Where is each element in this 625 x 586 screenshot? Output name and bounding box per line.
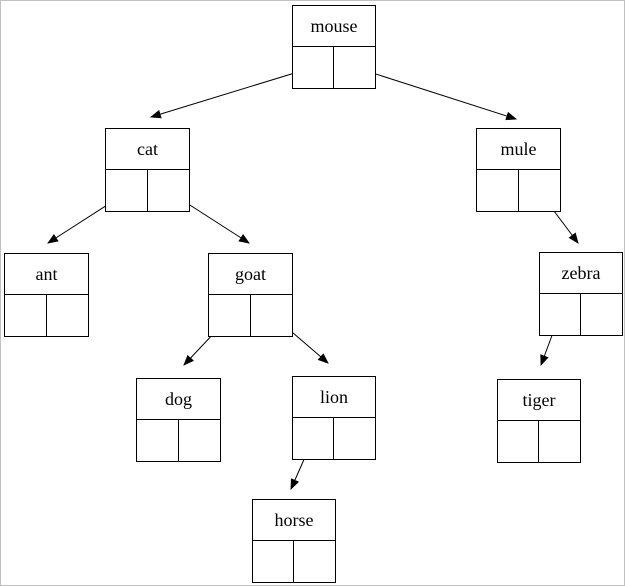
right-pointer-cell [519,170,561,211]
pointer-cells [292,47,376,89]
tree-node-lion: lion [292,376,376,460]
left-pointer-cell [106,170,148,211]
right-pointer-cell [581,294,622,335]
pointer-cells [4,295,89,337]
node-label: cat [105,128,190,170]
pointer-cells [105,170,190,212]
tree-node-ant: ant [4,253,89,337]
left-pointer-cell [540,294,581,335]
pointer-cells [136,420,221,462]
right-pointer-cell [539,421,580,462]
pointer-cells [252,541,336,583]
edge-mouse-right-mule [353,66,518,121]
right-pointer-cell [148,170,190,211]
pointer-cells [539,294,623,336]
right-pointer-cell [334,47,375,88]
pointer-cells [476,170,561,212]
node-label: ant [4,253,89,295]
left-pointer-cell [137,420,179,461]
node-label: dog [136,378,221,420]
right-pointer-cell [334,418,375,459]
node-label: mouse [292,5,376,47]
tree-node-horse: horse [252,499,336,583]
pointer-cells [292,418,376,460]
left-pointer-cell [477,170,519,211]
right-pointer-cell [179,420,221,461]
left-pointer-cell [498,421,539,462]
left-pointer-cell [253,541,294,582]
node-label: tiger [497,379,581,421]
tree-node-mule: mule [476,128,561,212]
node-label: lion [292,376,376,418]
tree-node-dog: dog [136,378,221,462]
left-pointer-cell [293,47,334,88]
right-pointer-cell [251,295,293,336]
tree-node-goat: goat [208,253,293,337]
left-pointer-cell [5,295,47,336]
left-pointer-cell [209,295,251,336]
node-label: horse [252,499,336,541]
node-label: zebra [539,252,623,294]
tree-node-cat: cat [105,128,190,212]
edge-mouse-left-cat [149,67,312,119]
pointer-cells [497,421,581,463]
tree-node-zebra: zebra [539,252,623,336]
pointer-cells [208,295,293,337]
node-label: mule [476,128,561,170]
right-pointer-cell [294,541,335,582]
tree-node-mouse: mouse [292,5,376,89]
tree-node-tiger: tiger [497,379,581,463]
node-label: goat [208,253,293,295]
right-pointer-cell [47,295,89,336]
left-pointer-cell [293,418,334,459]
